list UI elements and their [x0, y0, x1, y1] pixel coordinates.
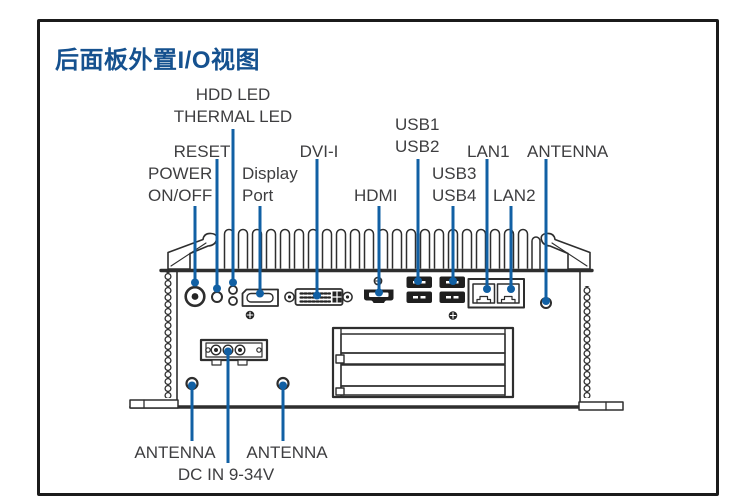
label-hdmi: HDMI	[354, 186, 398, 205]
label-antenna-right: ANTENNA	[527, 142, 609, 161]
label-display-port: Display Port	[242, 164, 298, 205]
power-button-icon	[184, 285, 206, 308]
dc-terminal-icon	[199, 338, 269, 366]
thermal-led-icon	[228, 296, 238, 306]
screw-icon-2	[448, 311, 458, 320]
foot-left-icon	[129, 399, 179, 409]
chassis-outline	[129, 268, 624, 411]
screw-icon	[245, 310, 255, 320]
label-dvi: DVI-I	[299, 142, 339, 161]
reset-hole-icon	[211, 291, 223, 303]
label-lan2: LAN2	[493, 186, 536, 205]
label-hdd-thermal-led: HDD LED THERMAL LED	[173, 85, 293, 126]
usb-ports-icon	[406, 276, 465, 303]
label-power-on-off: POWER ON/OFF	[148, 164, 213, 205]
mount-flange-left-icon	[167, 232, 218, 270]
foot-right-icon	[578, 401, 624, 411]
label-antenna-bottom-mid: ANTENNA	[246, 443, 328, 462]
label-lan1: LAN1	[467, 142, 510, 161]
lan-ports-icon	[467, 278, 525, 309]
leader-lines	[188, 129, 550, 463]
label-antenna-bottom-left: ANTENNA	[134, 443, 216, 462]
label-reset: RESET	[173, 142, 231, 161]
page-title: 后面板外置I/O视图	[55, 47, 261, 74]
displayport-icon	[241, 288, 279, 307]
label-dc-in: DC IN 9-34V	[177, 465, 275, 484]
expansion-slot-icon	[331, 326, 515, 399]
label-usb1-usb2: USB1 USB2	[395, 115, 440, 156]
heatsink-icon	[222, 227, 541, 270]
label-usb3-usb4: USB3 USB4	[432, 164, 477, 205]
mount-flange-right-icon	[540, 232, 591, 270]
hdd-led-icon	[228, 285, 238, 295]
